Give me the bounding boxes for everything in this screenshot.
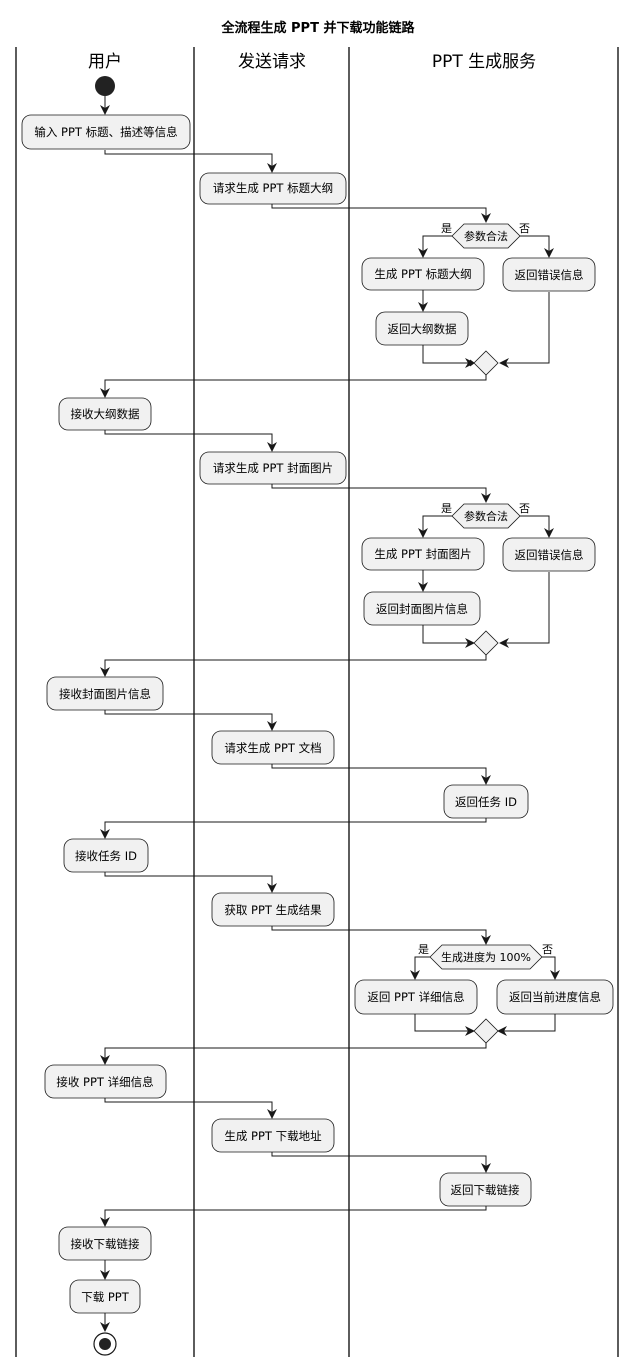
svg-text:返回 PPT 详细信息: 返回 PPT 详细信息 bbox=[367, 990, 464, 1004]
svg-text:生成 PPT 下载地址: 生成 PPT 下载地址 bbox=[224, 1129, 322, 1143]
svg-text:接收大纲数据: 接收大纲数据 bbox=[71, 407, 140, 421]
lane-header-service: PPT 生成服务 bbox=[432, 52, 536, 72]
activity-receive-task-id: 接收任务 ID bbox=[63, 838, 149, 873]
activity-generate-download-url: 生成 PPT 下载地址 bbox=[211, 1118, 335, 1153]
svg-text:下载 PPT: 下载 PPT bbox=[81, 1290, 130, 1304]
svg-text:接收 PPT 详细信息: 接收 PPT 详细信息 bbox=[56, 1075, 153, 1089]
svg-text:返回当前进度信息: 返回当前进度信息 bbox=[509, 990, 601, 1004]
decision-progress-complete: 生成进度为 100% 是 否 bbox=[418, 943, 553, 970]
svg-text:返回任务 ID: 返回任务 ID bbox=[455, 795, 517, 809]
svg-text:获取 PPT 生成结果: 获取 PPT 生成结果 bbox=[224, 903, 322, 917]
svg-text:是: 是 bbox=[418, 943, 429, 956]
svg-text:否: 否 bbox=[519, 502, 530, 515]
svg-text:参数合法: 参数合法 bbox=[464, 509, 508, 523]
svg-text:生成 PPT 标题大纲: 生成 PPT 标题大纲 bbox=[374, 267, 471, 281]
activity-return-ppt-detail: 返回 PPT 详细信息 bbox=[354, 979, 478, 1015]
activity-generate-outline: 生成 PPT 标题大纲 bbox=[361, 257, 485, 291]
activity-input-info: 输入 PPT 标题、描述等信息 bbox=[21, 114, 191, 150]
svg-text:是: 是 bbox=[441, 222, 452, 235]
activity-return-outline-data: 返回大纲数据 bbox=[375, 311, 469, 346]
svg-text:输入 PPT 标题、描述等信息: 输入 PPT 标题、描述等信息 bbox=[34, 125, 177, 139]
activity-return-task-id: 返回任务 ID bbox=[443, 784, 529, 819]
lane-header-request: 发送请求 bbox=[238, 52, 306, 72]
activity-request-cover: 请求生成 PPT 封面图片 bbox=[199, 451, 347, 485]
activity-get-result: 获取 PPT 生成结果 bbox=[211, 892, 335, 927]
activity-return-download-link: 返回下载链接 bbox=[439, 1172, 532, 1207]
edges bbox=[100, 96, 560, 1332]
svg-text:接收任务 ID: 接收任务 ID bbox=[75, 849, 137, 863]
activity-receive-cover-info: 接收封面图片信息 bbox=[46, 676, 164, 711]
start-node bbox=[95, 76, 115, 96]
decision-params-valid-1: 参数合法 是 否 bbox=[441, 222, 530, 249]
activity-download-ppt: 下载 PPT bbox=[69, 1279, 141, 1314]
svg-text:返回错误信息: 返回错误信息 bbox=[515, 268, 584, 282]
svg-text:否: 否 bbox=[519, 222, 530, 235]
svg-text:是: 是 bbox=[441, 502, 452, 515]
svg-text:接收封面图片信息: 接收封面图片信息 bbox=[59, 687, 151, 701]
svg-text:生成进度为 100%: 生成进度为 100% bbox=[441, 950, 531, 964]
activity-return-error-1: 返回错误信息 bbox=[502, 257, 596, 292]
merge-diamond-3 bbox=[473, 1018, 499, 1044]
svg-text:请求生成 PPT 文档: 请求生成 PPT 文档 bbox=[224, 741, 321, 755]
svg-text:请求生成 PPT 标题大纲: 请求生成 PPT 标题大纲 bbox=[213, 181, 333, 195]
svg-text:请求生成 PPT 封面图片: 请求生成 PPT 封面图片 bbox=[213, 461, 333, 475]
svg-text:接收下载链接: 接收下载链接 bbox=[71, 1237, 140, 1251]
activity-request-outline: 请求生成 PPT 标题大纲 bbox=[199, 172, 347, 205]
svg-text:否: 否 bbox=[542, 943, 553, 956]
activity-receive-ppt-detail: 接收 PPT 详细信息 bbox=[44, 1064, 167, 1099]
activity-return-error-2: 返回错误信息 bbox=[502, 537, 596, 572]
svg-text:返回错误信息: 返回错误信息 bbox=[515, 548, 584, 562]
activity-return-progress: 返回当前进度信息 bbox=[496, 979, 614, 1015]
activity-generate-cover: 生成 PPT 封面图片 bbox=[361, 537, 485, 571]
diagram-title: 全流程生成 PPT 并下载功能链路 bbox=[221, 20, 416, 36]
activity-receive-download-link: 接收下载链接 bbox=[58, 1226, 152, 1261]
activity-receive-outline: 接收大纲数据 bbox=[58, 397, 152, 431]
svg-text:返回下载链接: 返回下载链接 bbox=[451, 1183, 520, 1197]
decision-params-valid-2: 参数合法 是 否 bbox=[441, 502, 530, 529]
merge-diamond-2 bbox=[473, 630, 499, 656]
svg-text:返回大纲数据: 返回大纲数据 bbox=[388, 322, 457, 336]
activity-return-cover-info: 返回封面图片信息 bbox=[363, 591, 481, 626]
lane-header-user: 用户 bbox=[88, 52, 122, 72]
activity-request-document: 请求生成 PPT 文档 bbox=[211, 730, 335, 765]
svg-text:生成 PPT 封面图片: 生成 PPT 封面图片 bbox=[374, 547, 471, 561]
end-node-inner bbox=[99, 1338, 111, 1350]
svg-text:参数合法: 参数合法 bbox=[464, 229, 508, 243]
merge-diamond-1 bbox=[473, 350, 499, 376]
svg-text:返回封面图片信息: 返回封面图片信息 bbox=[376, 602, 468, 616]
